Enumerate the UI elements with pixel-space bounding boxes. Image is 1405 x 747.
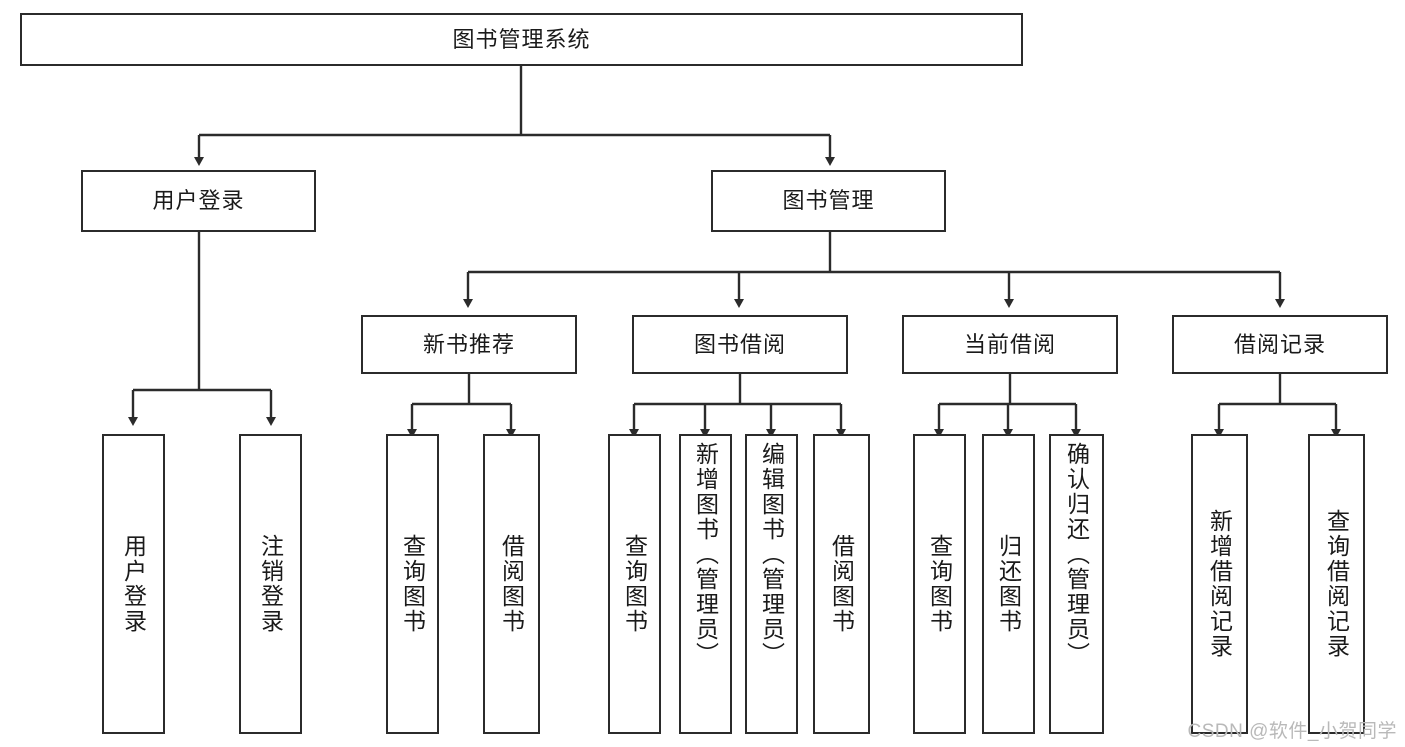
node-label: 图书借阅 xyxy=(693,331,786,357)
leaf-query-book-2[interactable]: 查询图书 xyxy=(608,434,661,734)
node-label: 用户登录 xyxy=(152,188,245,214)
watermark: CSDN @软件_小贺同学 xyxy=(1187,721,1397,742)
leaf-query-book-3[interactable]: 查询图书 xyxy=(913,434,966,734)
node-label: 图书管理系统 xyxy=(452,26,591,52)
node-label: 编辑图书（管理员） xyxy=(758,442,785,667)
node-label: 查询借阅记录 xyxy=(1323,509,1350,659)
node-label: 查询图书 xyxy=(926,534,953,634)
node-label: 借阅图书 xyxy=(498,534,525,634)
leaf-user-logout[interactable]: 注销登录 xyxy=(239,434,302,734)
leaf-add-book[interactable]: 新增图书（管理员） xyxy=(679,434,732,734)
node-label: 查询图书 xyxy=(399,534,426,634)
node-label: 确认归还（管理员） xyxy=(1063,442,1090,667)
node-new-book-rec[interactable]: 新书推荐 xyxy=(361,315,577,374)
leaf-add-record[interactable]: 新增借阅记录 xyxy=(1191,434,1248,734)
node-label: 用户登录 xyxy=(120,534,147,634)
leaf-borrow-book-1[interactable]: 借阅图书 xyxy=(483,434,540,734)
node-book-borrow[interactable]: 图书借阅 xyxy=(632,315,848,374)
node-user-login[interactable]: 用户登录 xyxy=(81,170,316,232)
leaf-confirm-return[interactable]: 确认归还（管理员） xyxy=(1049,434,1104,734)
node-label: 查询图书 xyxy=(621,534,648,634)
node-label: 新书推荐 xyxy=(422,331,515,357)
leaf-user-login[interactable]: 用户登录 xyxy=(102,434,165,734)
node-book-manage[interactable]: 图书管理 xyxy=(711,170,946,232)
node-root[interactable]: 图书管理系统 xyxy=(20,13,1023,66)
node-label: 新增图书（管理员） xyxy=(692,442,719,667)
node-label: 借阅记录 xyxy=(1233,331,1326,357)
leaf-edit-book[interactable]: 编辑图书（管理员） xyxy=(745,434,798,734)
node-label: 新增借阅记录 xyxy=(1206,509,1233,659)
leaf-query-record[interactable]: 查询借阅记录 xyxy=(1308,434,1365,734)
node-label: 归还图书 xyxy=(995,534,1022,634)
node-label: 注销登录 xyxy=(257,534,284,634)
node-label: 当前借阅 xyxy=(963,331,1056,357)
node-current-borrow[interactable]: 当前借阅 xyxy=(902,315,1118,374)
leaf-borrow-book-2[interactable]: 借阅图书 xyxy=(813,434,870,734)
node-borrow-record[interactable]: 借阅记录 xyxy=(1172,315,1388,374)
leaf-return-book[interactable]: 归还图书 xyxy=(982,434,1035,734)
node-label: 图书管理 xyxy=(782,188,875,214)
leaf-query-book-1[interactable]: 查询图书 xyxy=(386,434,439,734)
node-label: 借阅图书 xyxy=(828,534,855,634)
